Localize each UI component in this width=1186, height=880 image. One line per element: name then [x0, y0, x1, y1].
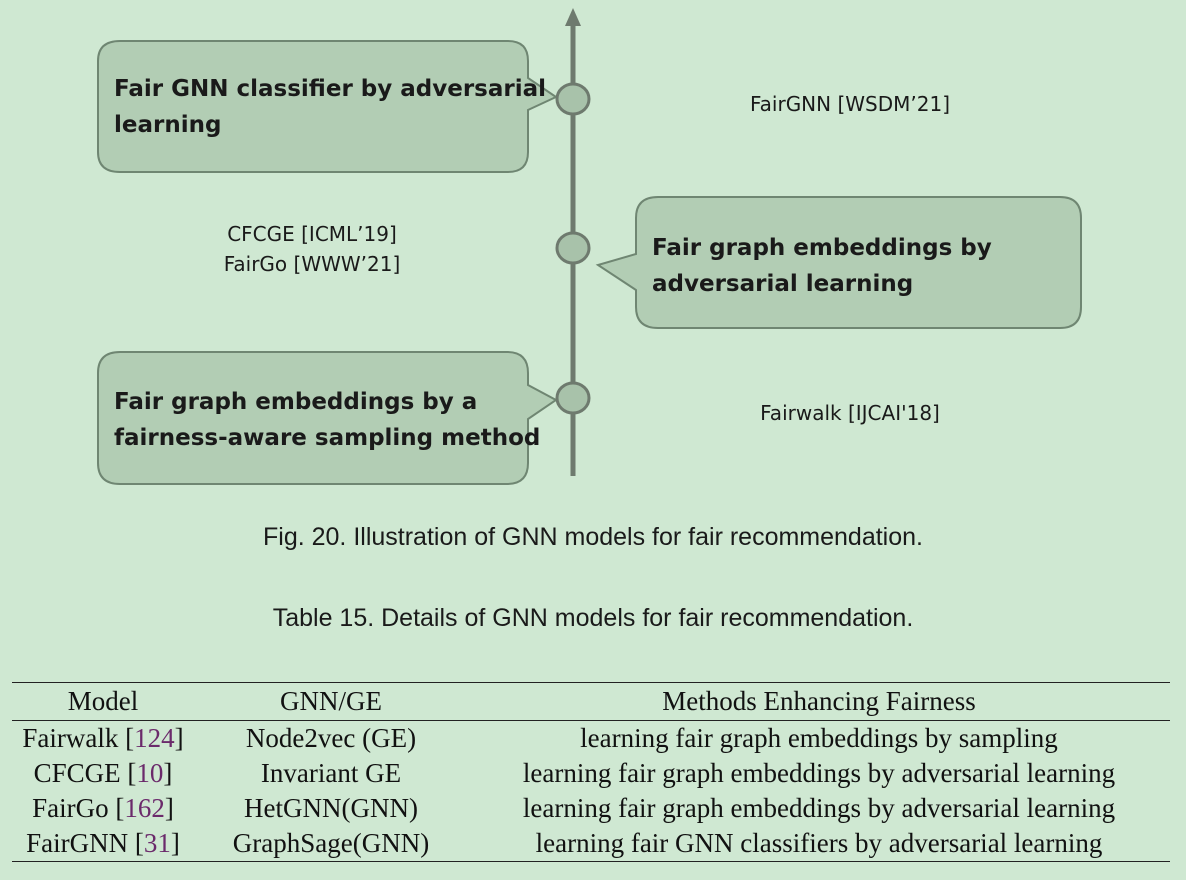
- model-name: FairGo: [32, 793, 109, 823]
- citation-link[interactable]: 162: [124, 793, 165, 823]
- callout-1-text: Fair GNN classifier by adversarial learn…: [114, 71, 546, 143]
- ref-fairwalk: Fairwalk [IJCAI'18]: [760, 401, 940, 425]
- cell-method: learning fair graph embeddings by sampli…: [580, 723, 1058, 753]
- header-model: Model: [67, 686, 139, 716]
- callout-3-line1: Fair graph embeddings by a: [114, 389, 478, 415]
- table-caption: Table 15. Details of GNN models for fair…: [272, 604, 914, 632]
- callout-bubble-1: [97, 40, 559, 173]
- cell-gnn: HetGNN(GNN): [244, 793, 418, 823]
- cell-model: FairGNN [31]: [26, 828, 180, 858]
- citation-link[interactable]: 124: [134, 723, 175, 753]
- cell-gnn: Invariant GE: [260, 758, 402, 788]
- timeline-node-3: [555, 381, 591, 415]
- timeline-node-1: [555, 82, 591, 116]
- timeline-node-2: [555, 231, 591, 265]
- model-name: FairGNN: [26, 828, 129, 858]
- cell-model: FairGo [162]: [32, 793, 174, 823]
- callout-1-line1: Fair GNN classifier by adversarial: [114, 76, 547, 102]
- table-row: Fairwalk [124] Node2vec (GE) learning fa…: [12, 721, 1170, 757]
- timeline-graphic: [97, 8, 1082, 485]
- model-name: Fairwalk: [22, 723, 119, 753]
- callout-2-text: Fair graph embeddings by adversarial lea…: [652, 230, 992, 302]
- callout-2-line2: adversarial learning: [652, 271, 914, 297]
- cell-model: CFCGE [10]: [33, 758, 173, 788]
- cell-gnn: Node2vec (GE): [245, 723, 417, 753]
- cell-method: learning fair GNN classifiers by adversa…: [535, 828, 1103, 858]
- callout-bubble-2: [595, 196, 1082, 329]
- callout-bubble-3: [97, 351, 558, 485]
- model-name: CFCGE: [33, 758, 121, 788]
- table-header-row: Model GNN/GE Methods Enhancing Fairness: [12, 682, 1170, 721]
- callout-3-text: Fair graph embeddings by a fairness-awar…: [114, 384, 540, 456]
- ref-fairgo: FairGo [WWW’21]: [223, 252, 401, 276]
- cell-method: learning fair graph embeddings by advers…: [522, 793, 1116, 823]
- table-row: FairGo [162] HetGNN(GNN) learning fair g…: [12, 791, 1170, 826]
- cell-method: learning fair graph embeddings by advers…: [522, 758, 1116, 788]
- cell-model: Fairwalk [124]: [22, 723, 184, 753]
- details-table: Model GNN/GE Methods Enhancing Fairness …: [12, 682, 1170, 862]
- header-gnn-ge: GNN/GE: [280, 686, 382, 716]
- ref-cfcge-fairgo: CFCGE [ICML’19] FairGo [WWW’21]: [162, 219, 462, 279]
- citation-link[interactable]: 10: [136, 758, 164, 788]
- cell-gnn: GraphSage(GNN): [232, 828, 430, 858]
- table-row: FairGNN [31] GraphSage(GNN) learning fai…: [12, 826, 1170, 862]
- table-row: CFCGE [10] Invariant GE learning fair gr…: [12, 756, 1170, 791]
- callout-2-line1: Fair graph embeddings by: [652, 235, 992, 261]
- ref-fairgnn: FairGNN [WSDM’21]: [749, 92, 951, 116]
- callout-3-line2: fairness-aware sampling method: [114, 425, 541, 451]
- callout-1-line2: learning: [114, 112, 222, 138]
- header-methods: Methods Enhancing Fairness: [662, 686, 976, 716]
- ref-cfcge: CFCGE [ICML’19]: [227, 222, 397, 246]
- details-table-container: Model GNN/GE Methods Enhancing Fairness …: [12, 682, 1170, 862]
- timeline-figure: Fair GNN classifier by adversarial learn…: [97, 8, 1082, 485]
- figure-caption: Fig. 20. Illustration of GNN models for …: [263, 523, 923, 551]
- citation-link[interactable]: 31: [143, 828, 171, 858]
- timeline-arrowhead: [565, 8, 581, 26]
